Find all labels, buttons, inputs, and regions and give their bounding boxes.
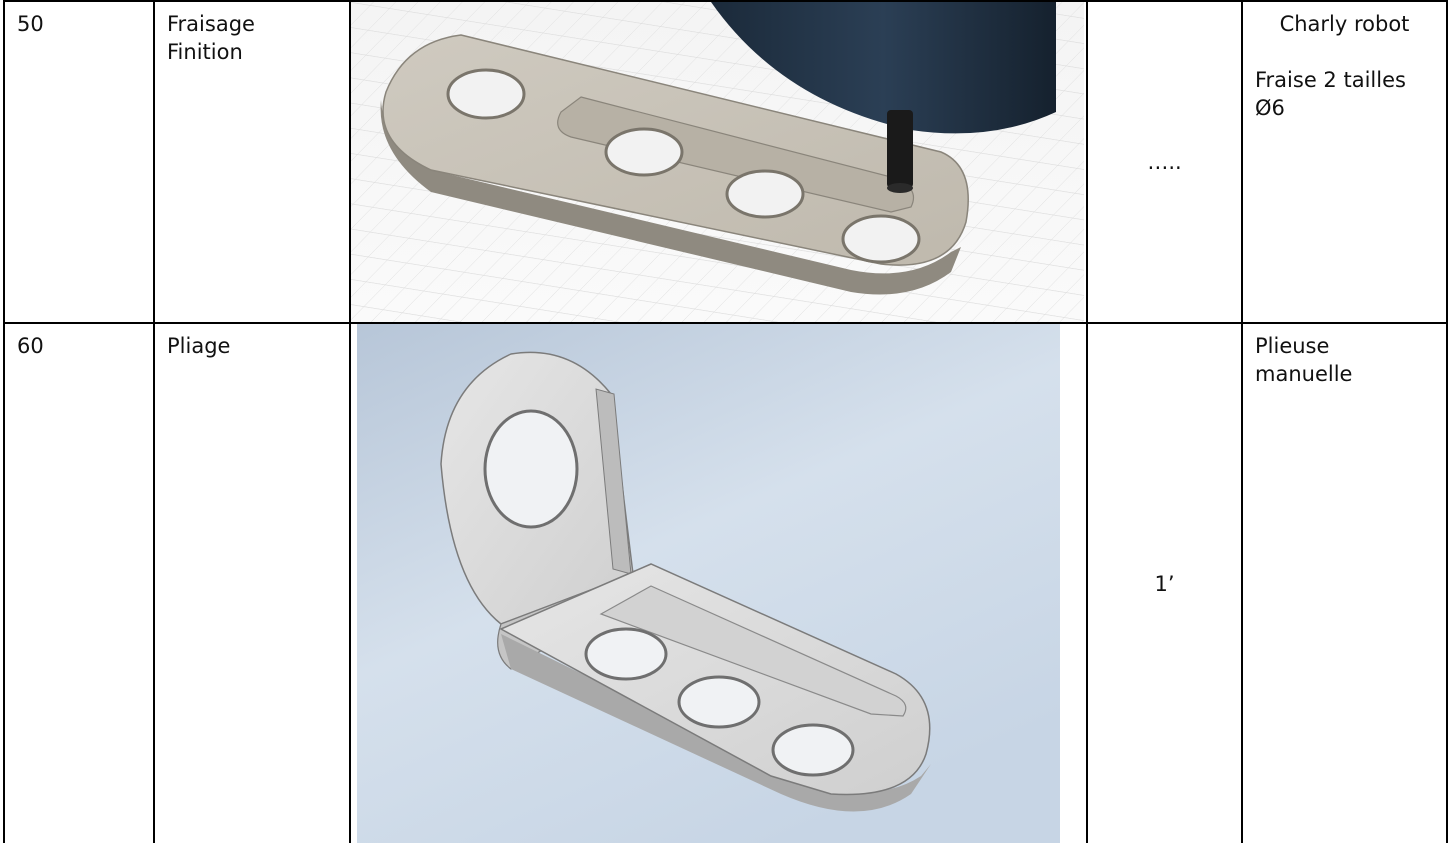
- machine-name-line-1: Plieuse: [1255, 334, 1330, 358]
- bent-bracket-render: [357, 325, 1060, 843]
- operation-name: Fraisage Finition: [155, 2, 349, 74]
- table-row: 60 Pliage: [3, 322, 1448, 843]
- tooling-text: Charly robot Fraise 2 tailles Ø6: [1243, 2, 1446, 130]
- operation-number: 50: [17, 12, 44, 36]
- table-row: 50 Fraisage Finition: [3, 0, 1448, 324]
- operation-name-line-2: Finition: [167, 40, 243, 64]
- tool-diameter: Ø6: [1255, 96, 1285, 120]
- operation-number: 60: [17, 334, 44, 358]
- operation-number-cell: 60: [3, 322, 155, 843]
- tooling-cell: Plieuse manuelle: [1241, 322, 1448, 843]
- operation-name-cell: Fraisage Finition: [153, 0, 351, 324]
- operation-name-line-1: Pliage: [167, 334, 231, 358]
- operation-name-line-1: Fraisage: [167, 12, 255, 36]
- operation-time-cell: 1’: [1086, 322, 1243, 843]
- operation-name: Pliage: [155, 324, 349, 368]
- machine-name: Charly robot: [1279, 12, 1410, 36]
- operation-time: …..: [1147, 150, 1182, 174]
- tooling-text: Plieuse manuelle: [1243, 324, 1446, 396]
- process-sheet-table: 50 Fraisage Finition: [3, 0, 1448, 843]
- bending-image-cell: [349, 322, 1088, 843]
- machine-name-line-2: manuelle: [1255, 362, 1353, 386]
- milling-image-cell: [349, 0, 1088, 324]
- milling-bracket-render: [352, 3, 1084, 321]
- operation-time: 1’: [1154, 571, 1175, 596]
- tool-name: Fraise 2 tailles: [1255, 68, 1406, 92]
- operation-time-cell: …..: [1086, 0, 1243, 324]
- operation-name-cell: Pliage: [153, 322, 351, 843]
- operation-number-cell: 50: [3, 0, 155, 324]
- tooling-cell: Charly robot Fraise 2 tailles Ø6: [1241, 0, 1448, 324]
